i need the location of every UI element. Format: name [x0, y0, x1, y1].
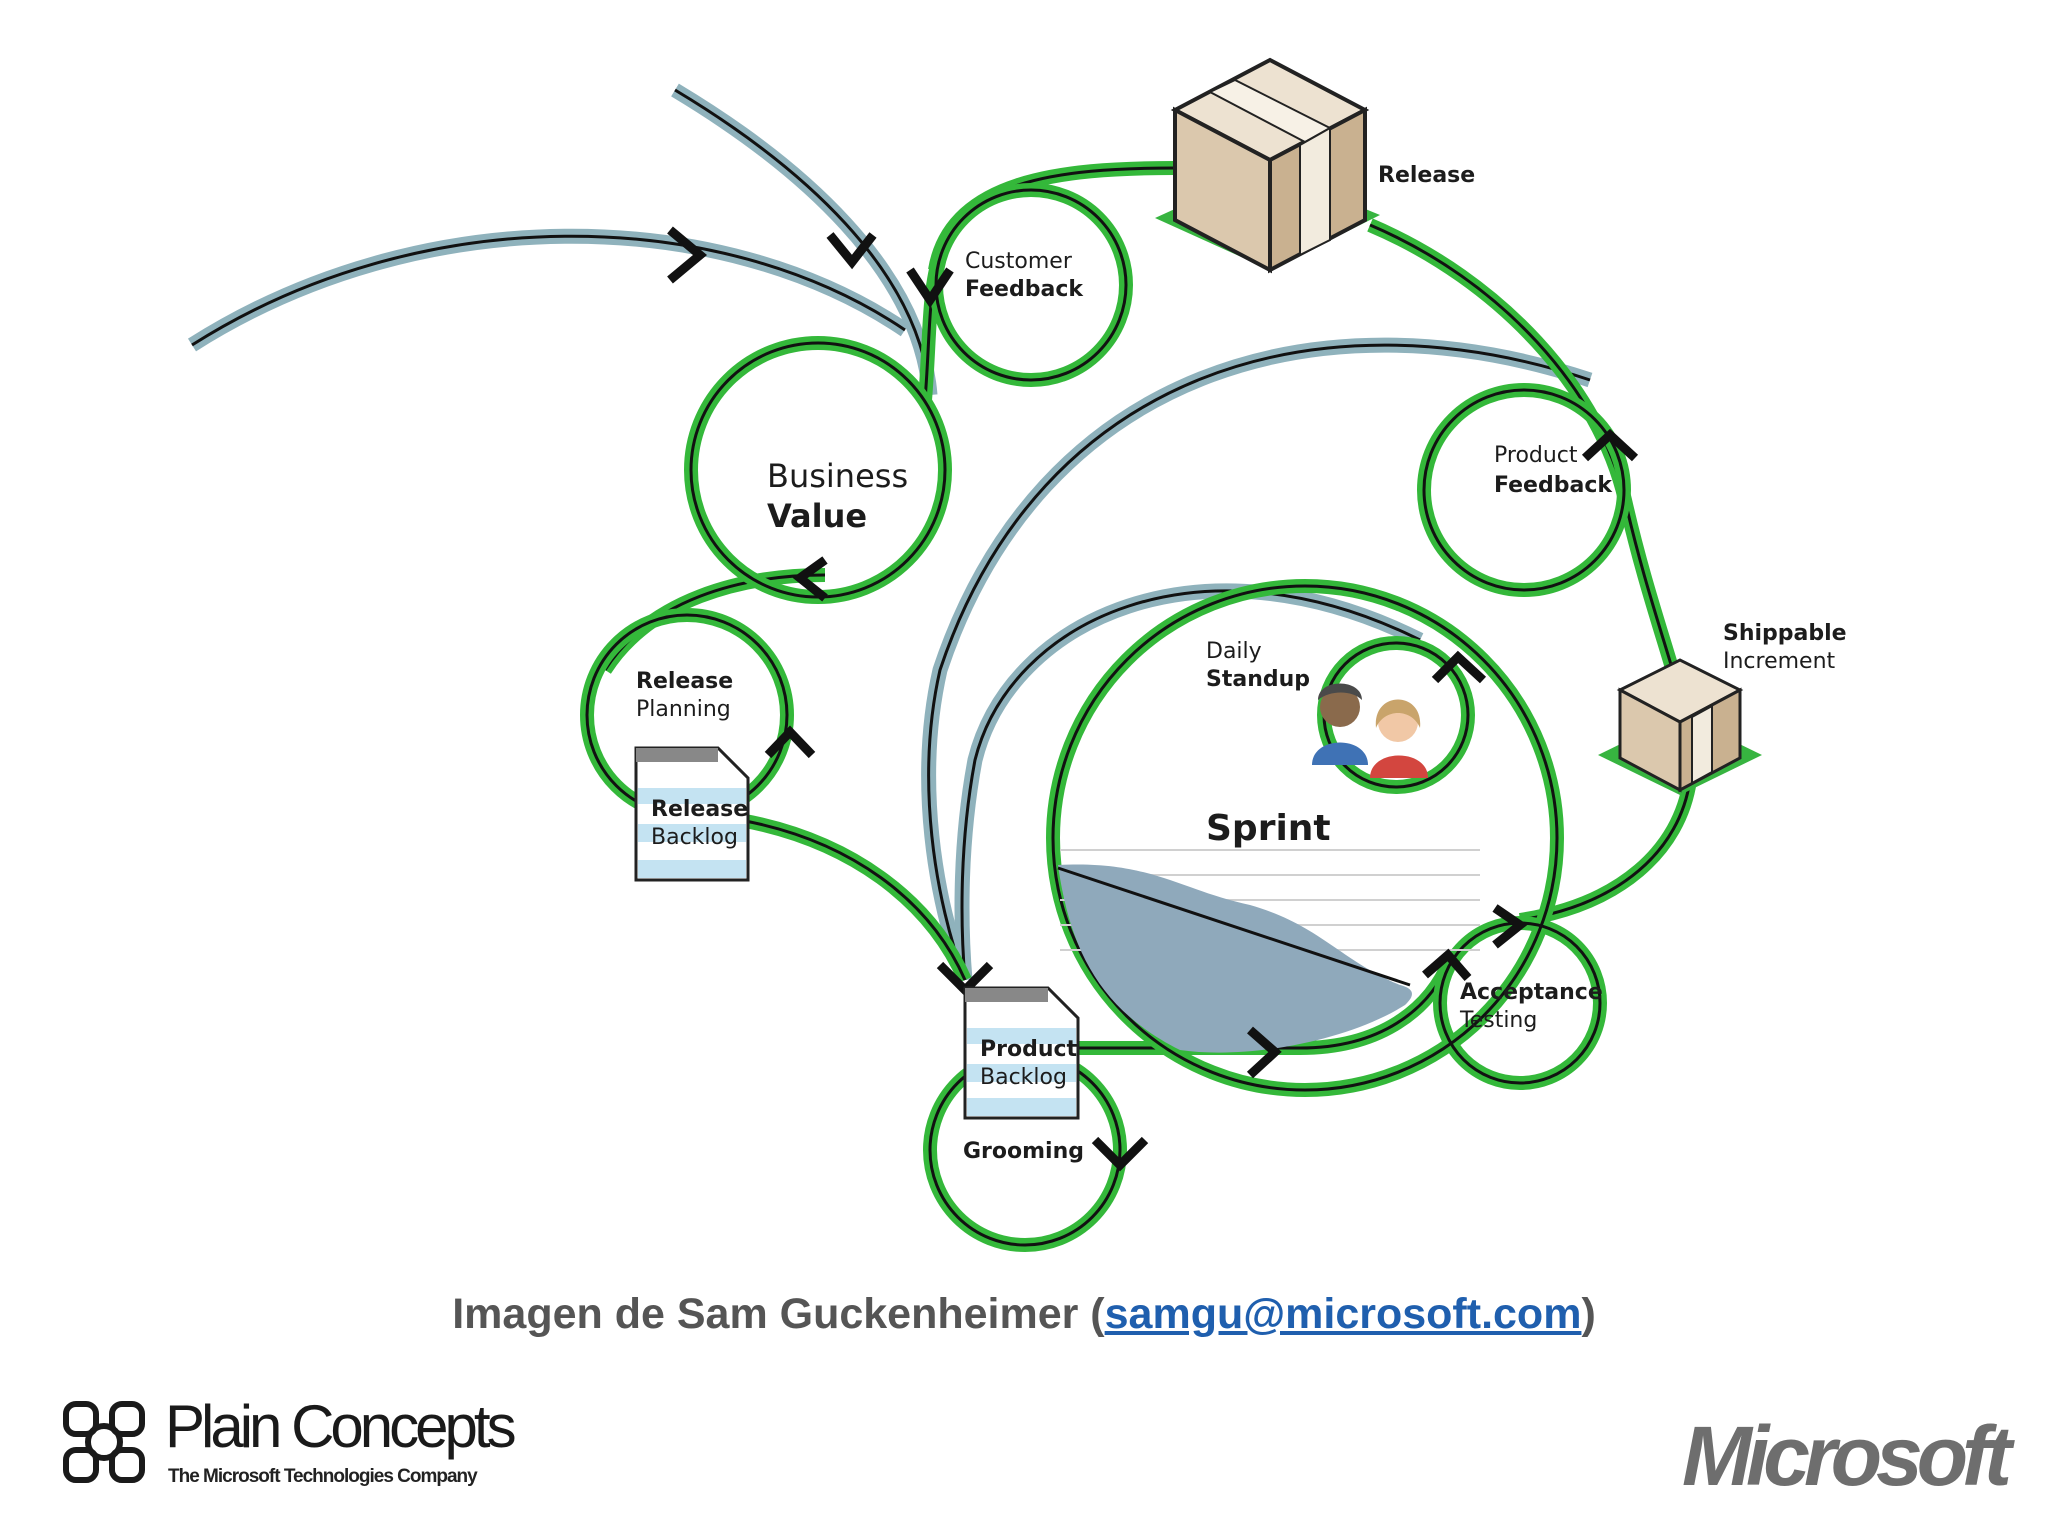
product-backlog-document: [963, 986, 1080, 1120]
product-feedback-line1: Product: [1494, 443, 1578, 468]
node-labels: Release Customer Feedback Business Value…: [636, 163, 1847, 1164]
product-feedback-line2: Feedback: [1494, 473, 1613, 498]
daily-standup-line1: Daily: [1206, 639, 1262, 664]
plain-concepts-tagline: The Microsoft Technologies Company: [168, 1466, 478, 1487]
author-email-link[interactable]: samgu@microsoft.com: [1104, 1290, 1582, 1338]
release-box-icon: [1155, 57, 1380, 274]
customer-feedback-line2: Feedback: [965, 277, 1084, 302]
shippable-increment-line1: Shippable: [1723, 621, 1847, 646]
standup-people-icon: [1312, 683, 1428, 778]
release-planning-line1: Release: [636, 669, 733, 694]
release-backlog-line2: Backlog: [651, 825, 738, 850]
sprint-label: Sprint: [1206, 808, 1331, 849]
plain-concepts-logo: Plain Concepts The Microsoft Technologie…: [60, 1393, 560, 1508]
image-credit-caption: Imagen de Sam Guckenheimer (samgu@micros…: [0, 1290, 2048, 1339]
customer-feedback-line1: Customer: [965, 249, 1073, 274]
release-planning-line2: Planning: [636, 697, 731, 722]
release-backlog-document: [634, 746, 750, 882]
shippable-increment-line2: Increment: [1723, 649, 1836, 674]
plain-concepts-emblem-icon: [63, 1401, 145, 1483]
caption-suffix: ): [1581, 1290, 1596, 1338]
release-backlog-line1: Release: [651, 797, 748, 822]
daily-standup-line2: Standup: [1206, 667, 1310, 692]
caption-prefix: Imagen de Sam Guckenheimer (: [452, 1290, 1105, 1338]
shippable-box-icon: [1598, 658, 1762, 795]
acceptance-testing-line1: Acceptance: [1460, 980, 1603, 1005]
business-value-line1: Business: [767, 457, 908, 495]
acceptance-testing-line2: Testing: [1459, 1008, 1537, 1033]
microsoft-logo: Microsoft: [1682, 1409, 2012, 1503]
plain-concepts-name: Plain Concepts: [165, 1393, 517, 1460]
release-label: Release: [1378, 163, 1475, 188]
business-value-line2: Value: [767, 497, 867, 535]
product-backlog-line2: Backlog: [980, 1065, 1067, 1090]
flow-arrows: [667, 226, 1639, 1172]
product-backlog-line1: Product: [980, 1037, 1078, 1062]
sprint-burndown: [1057, 849, 1480, 1053]
grooming-label: Grooming: [963, 1139, 1084, 1164]
